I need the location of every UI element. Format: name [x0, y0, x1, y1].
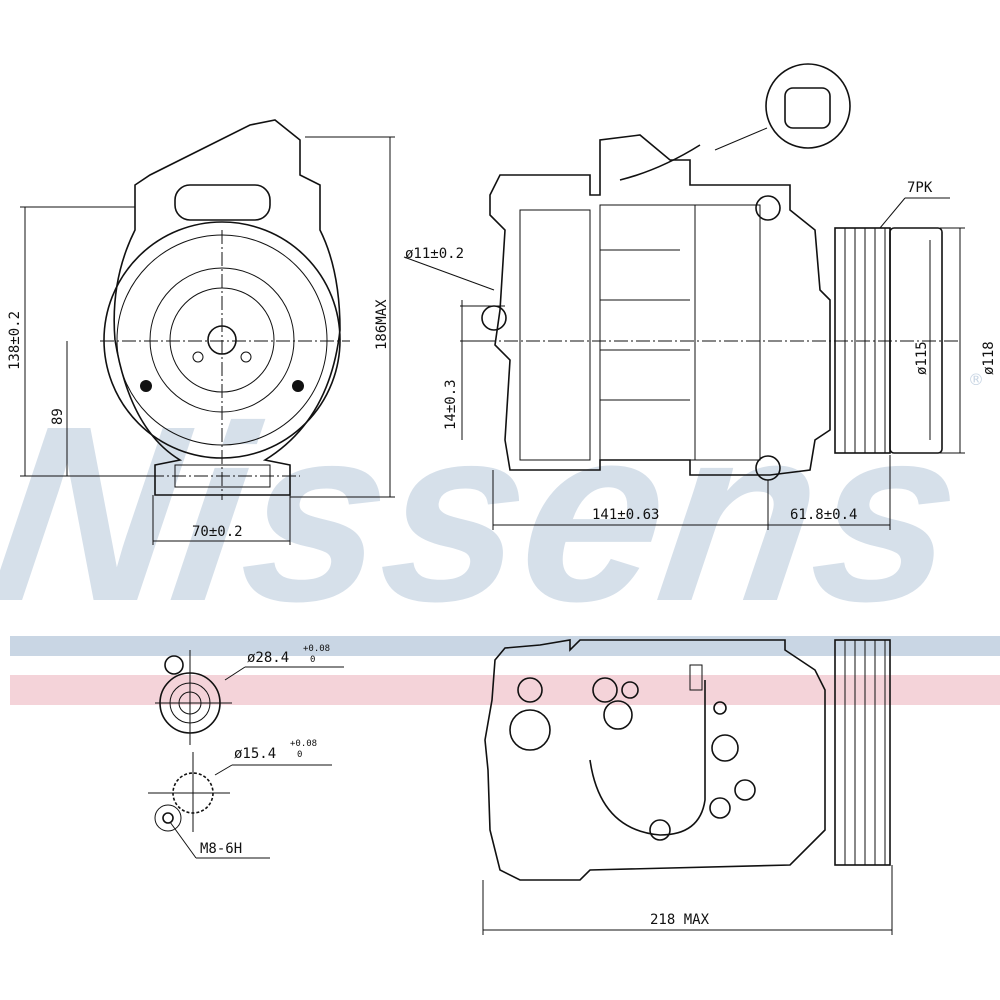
port1-diameter: ø28.4: [247, 650, 289, 666]
dim-body-length: 141±0.63: [592, 507, 659, 523]
pink-band: [10, 675, 1000, 705]
port2-diameter: ø15.4: [234, 746, 276, 762]
belt-profile-label: 7PK: [907, 180, 933, 196]
dim-pulley-diameter-115: ø115: [914, 341, 930, 375]
registered-mark: ®: [968, 370, 984, 389]
dim-overall-length: 218 MAX: [650, 912, 710, 928]
port2-tol-upper: +0.08: [290, 739, 317, 749]
brand-watermark: Nissens: [0, 375, 976, 654]
blue-band: [10, 636, 1000, 656]
top-view: 218 MAX: [482, 639, 893, 935]
port1-tol-lower: 0: [310, 655, 315, 665]
dim-max-height: 186MAX: [374, 299, 390, 350]
dim-hole-diameter: ø11±0.2: [405, 246, 464, 262]
front-view: 138±0.2 89 186MAX 70±0.2: [7, 119, 395, 545]
dim-pulley-diameter-118: ø118: [981, 341, 997, 375]
dim-foot-width: 70±0.2: [192, 524, 243, 540]
port-details: ø28.4 +0.08 0 ø15.4 +0.08 0 M8-6H: [148, 644, 344, 859]
side-view: ø11±0.2 14±0.3 141±0.63 61.8±0.4 7PK ø11…: [403, 63, 997, 530]
port2-tol-lower: 0: [297, 750, 302, 760]
dim-center-height: 89: [50, 408, 66, 425]
thread-spec: M8-6H: [200, 841, 242, 857]
dim-offset: 14±0.3: [443, 379, 459, 430]
dim-front-height: 138±0.2: [7, 311, 23, 370]
dim-pulley-length: 61.8±0.4: [790, 507, 857, 523]
port1-tol-upper: +0.08: [303, 644, 330, 654]
